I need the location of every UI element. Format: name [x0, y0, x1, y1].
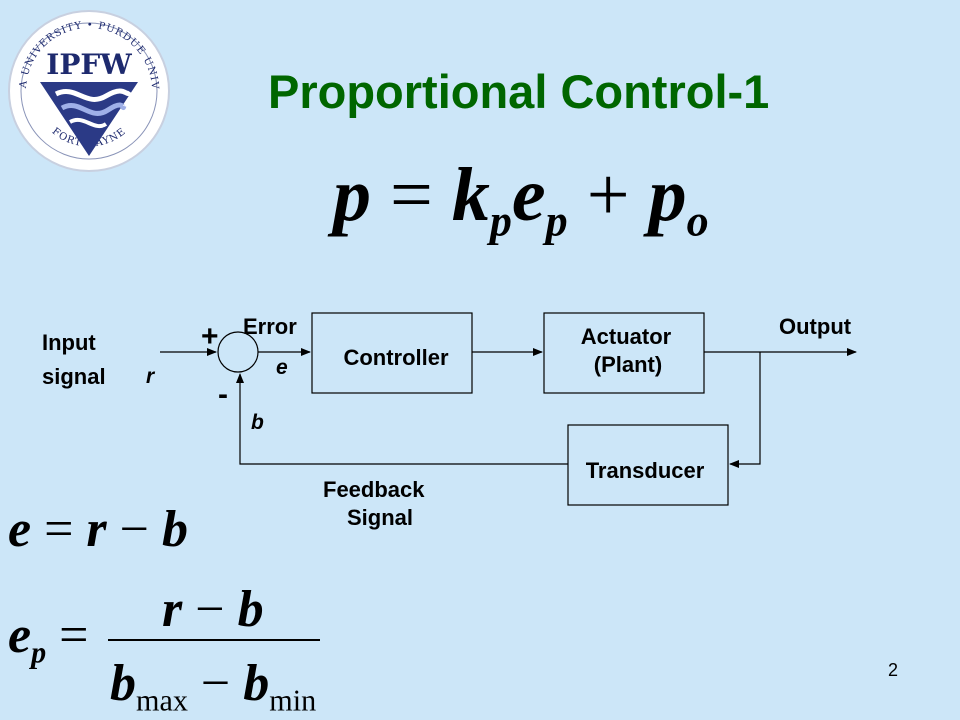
- norm-den-sub-min: min: [269, 683, 317, 718]
- plus-sign: +: [201, 320, 219, 353]
- norm-den-b1: b: [110, 655, 136, 712]
- err-minus: −: [119, 501, 149, 558]
- norm-e-sub: p: [31, 635, 47, 670]
- err-b: b: [162, 501, 188, 558]
- minus-sign: -: [218, 378, 228, 411]
- input-variable-r: r: [146, 365, 155, 388]
- err-e: e: [8, 501, 32, 558]
- slide-title: Proportional Control-1: [268, 65, 770, 118]
- feedback-line: [236, 373, 568, 465]
- actuator-label-line1: Actuator: [580, 324, 672, 349]
- feedback-label-line2: Signal: [347, 505, 414, 530]
- controller-label: Controller: [343, 345, 449, 370]
- norm-equals: =: [59, 607, 89, 664]
- feedback-variable-b: b: [251, 411, 264, 434]
- eq-k: k: [451, 153, 490, 237]
- normalized-error-denominator: bmax − bmin: [110, 654, 316, 719]
- output-to-transducer-line: [729, 352, 761, 468]
- eq-k-sub: p: [489, 196, 512, 246]
- transducer-block: [567, 424, 729, 506]
- logo-name: IPFW: [46, 48, 132, 81]
- norm-den-b2: b: [243, 655, 270, 712]
- actuator-block: [543, 312, 705, 394]
- eq-equals: =: [390, 153, 433, 237]
- norm-den-minus: −: [200, 655, 231, 712]
- actuator-label-line2: (Plant): [593, 352, 663, 377]
- norm-num-minus: −: [195, 581, 225, 638]
- norm-e: e: [8, 607, 32, 664]
- error-label: Error: [243, 314, 297, 339]
- norm-num-b: b: [237, 581, 264, 638]
- transducer-label: Transducer: [585, 458, 705, 483]
- normalized-error-lhs: ep =: [8, 606, 89, 671]
- eq-e: e: [511, 153, 546, 237]
- eq-plus: +: [586, 153, 630, 237]
- proportional-control-equation: p = kpep + po: [333, 152, 709, 246]
- ipfw-logo: INDIANA UNIVERSITY • PURDUE UNIVERSITY F…: [6, 8, 170, 172]
- eq-e-sub: p: [545, 196, 568, 246]
- fraction-bar: [108, 639, 320, 641]
- controller-block: [311, 312, 473, 394]
- err-r: r: [86, 501, 107, 558]
- error-variable-e: e: [276, 356, 288, 379]
- input-label-line2: signal: [42, 364, 106, 389]
- input-label-line1: Input: [42, 330, 96, 355]
- norm-num-r: r: [162, 581, 183, 638]
- eq-p: p: [333, 153, 371, 237]
- eq-p2-sub: o: [686, 196, 709, 246]
- page-number: 2: [888, 660, 899, 680]
- eq-p2: p: [648, 153, 687, 237]
- feedback-label-line1: Feedback: [323, 477, 425, 502]
- err-equals: =: [44, 501, 74, 558]
- normalized-error-numerator: r − b: [162, 580, 264, 639]
- output-label: Output: [779, 314, 852, 339]
- norm-den-sub-max: max: [136, 683, 188, 718]
- error-equation: e = r − b: [8, 500, 188, 559]
